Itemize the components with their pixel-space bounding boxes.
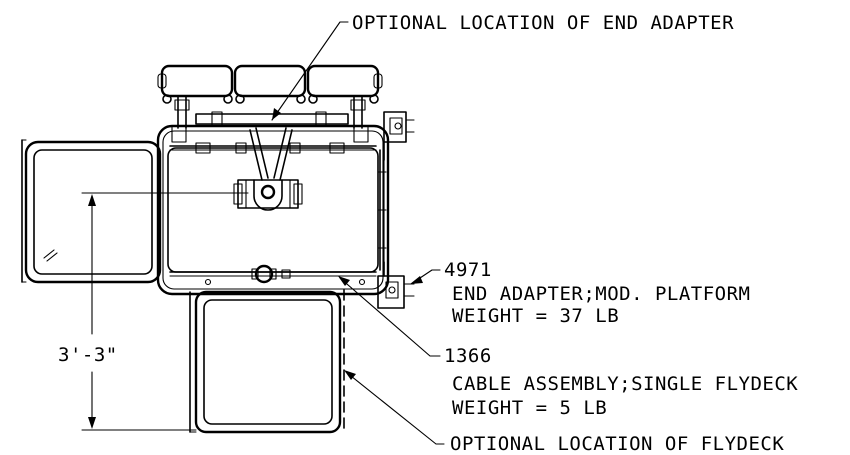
roller-bumper-right: [306, 64, 383, 104]
left-flydeck: [21, 139, 162, 284]
roller-bumper-left: [157, 64, 234, 104]
callout-flydeck-option: OPTIONAL LOCATION OF FLYDECK: [344, 370, 784, 455]
height-dimension-label: 3'-3": [58, 344, 118, 366]
callout-end-adapter-option: OPTIONAL LOCATION OF END ADAPTER: [271, 12, 734, 121]
flydeck-option-text: OPTIONAL LOCATION OF FLYDECK: [450, 433, 784, 455]
center-hub: [233, 179, 303, 211]
end-adapter-top-assembly: [157, 64, 383, 143]
cable-assembly-description: CABLE ASSEMBLY;SINGLE FLYDECK: [452, 373, 798, 395]
height-dimension: 3'-3": [58, 192, 249, 431]
center-platform: [156, 124, 390, 296]
cable-assembly-part-number: 1366: [444, 345, 492, 367]
end-adapter-part-number: 4971: [444, 259, 492, 281]
end-adapter-weight: WEIGHT = 37 LB: [452, 305, 619, 327]
end-adapter-description: END ADAPTER;MOD. PLATFORM: [452, 283, 750, 305]
end-adapter-option-text: OPTIONAL LOCATION OF END ADAPTER: [352, 12, 734, 34]
callout-cable-assembly: 1366 CABLE ASSEMBLY;SINGLE FLYDECK WEIGH…: [338, 276, 798, 419]
end-adapter-right: [377, 111, 415, 309]
callout-end-adapter: 4971 END ADAPTER;MOD. PLATFORM WEIGHT = …: [410, 259, 750, 327]
cable-assembly-weight: WEIGHT = 5 LB: [452, 397, 607, 419]
bottom-flydeck: [189, 289, 345, 434]
roller-bumper-center: [233, 64, 307, 104]
